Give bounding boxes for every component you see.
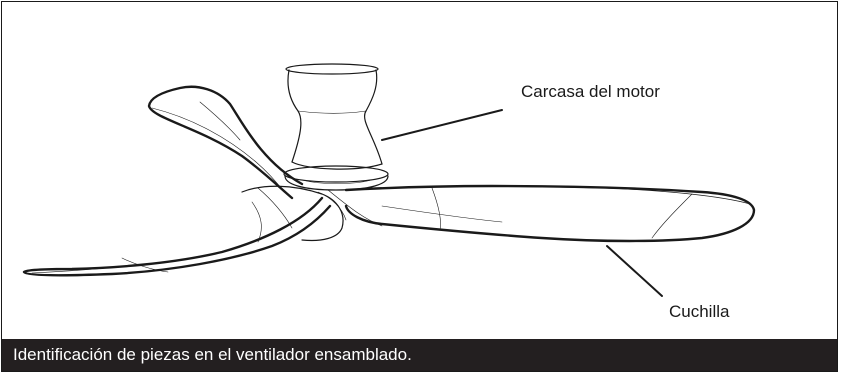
leader-line-motor [381, 109, 503, 141]
blade-roots [241, 185, 383, 242]
label-blade: Cuchilla [669, 302, 730, 321]
fan-hub [283, 165, 389, 191]
blade-upper-left [147, 85, 304, 200]
blade-right [344, 184, 756, 243]
blade-lower-left [22, 196, 332, 277]
figure-caption: Identificación de piezas en el ventilado… [2, 339, 837, 371]
ceiling-fan-drawing [22, 63, 756, 297]
label-motor-housing: Carcasa del motor [521, 82, 660, 101]
motor-housing [285, 63, 383, 170]
leader-line-blade [606, 245, 663, 297]
